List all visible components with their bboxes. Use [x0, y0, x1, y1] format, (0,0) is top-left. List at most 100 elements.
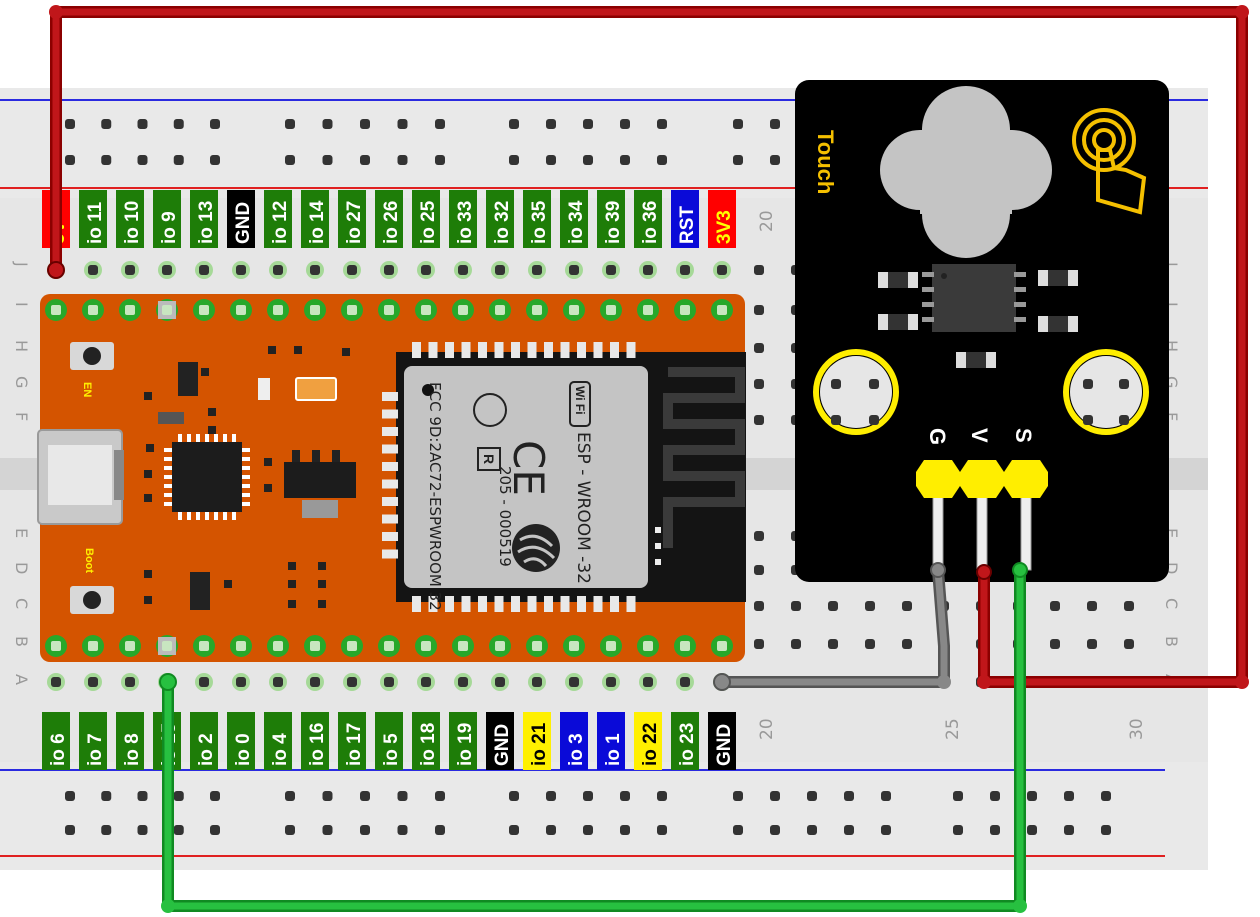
rail-hole[interactable]: [173, 119, 184, 129]
rail-hole[interactable]: [210, 791, 220, 801]
grid-hole[interactable]: [754, 415, 764, 425]
rail-hole[interactable]: [435, 155, 445, 165]
rail-hole[interactable]: [137, 155, 148, 165]
rail-hole[interactable]: [360, 155, 370, 165]
rail-hole[interactable]: [546, 155, 556, 165]
en-button-cap[interactable]: [83, 347, 101, 365]
rail-hole[interactable]: [101, 791, 112, 801]
rail-hole[interactable]: [546, 119, 556, 129]
grid-hole[interactable]: [791, 639, 801, 649]
rail-hole[interactable]: [65, 791, 75, 801]
rail-hole[interactable]: [990, 825, 1000, 835]
grid-hole[interactable]: [828, 639, 838, 649]
rail-hole[interactable]: [173, 791, 184, 801]
grid-hole[interactable]: [754, 639, 764, 649]
grid-hole[interactable]: [902, 601, 912, 611]
rail-hole[interactable]: [770, 155, 780, 165]
rail-hole[interactable]: [1101, 791, 1111, 801]
grid-hole[interactable]: [754, 305, 764, 315]
rail-hole[interactable]: [620, 825, 630, 835]
rail-hole[interactable]: [807, 791, 817, 801]
rail-hole[interactable]: [285, 825, 295, 835]
rail-hole[interactable]: [657, 791, 667, 801]
grid-hole[interactable]: [754, 343, 764, 353]
rail-hole[interactable]: [509, 119, 519, 129]
rail-hole[interactable]: [509, 825, 519, 835]
rail-hole[interactable]: [360, 825, 370, 835]
rail-hole[interactable]: [733, 825, 743, 835]
rail-hole[interactable]: [65, 825, 75, 835]
grid-hole[interactable]: [754, 379, 764, 389]
rail-hole[interactable]: [990, 791, 1000, 801]
rail-hole[interactable]: [953, 825, 963, 835]
rail-hole[interactable]: [1027, 791, 1037, 801]
grid-hole[interactable]: [754, 531, 764, 541]
rail-hole[interactable]: [210, 119, 220, 129]
rail-hole[interactable]: [583, 155, 593, 165]
rail-hole[interactable]: [322, 825, 333, 835]
rail-hole[interactable]: [101, 119, 112, 129]
grid-hole[interactable]: [828, 601, 838, 611]
grid-hole[interactable]: [754, 265, 764, 275]
rail-hole[interactable]: [322, 119, 333, 129]
rail-hole[interactable]: [210, 155, 220, 165]
rail-hole[interactable]: [65, 155, 75, 165]
rail-hole[interactable]: [620, 791, 630, 801]
grid-hole[interactable]: [865, 639, 875, 649]
rail-hole[interactable]: [733, 155, 743, 165]
rail-hole[interactable]: [101, 155, 112, 165]
boot-button-cap[interactable]: [83, 591, 101, 609]
rail-hole[interactable]: [397, 791, 408, 801]
grid-hole[interactable]: [1050, 601, 1060, 611]
grid-hole[interactable]: [1087, 639, 1097, 649]
rail-hole[interactable]: [360, 119, 370, 129]
rail-hole[interactable]: [435, 825, 445, 835]
rail-hole[interactable]: [657, 155, 667, 165]
rail-hole[interactable]: [1027, 825, 1037, 835]
rail-hole[interactable]: [1064, 791, 1074, 801]
rail-hole[interactable]: [397, 119, 408, 129]
rail-hole[interactable]: [733, 119, 743, 129]
grid-hole[interactable]: [754, 565, 764, 575]
rail-hole[interactable]: [435, 119, 445, 129]
rail-hole[interactable]: [844, 791, 854, 801]
rail-hole[interactable]: [807, 825, 817, 835]
rail-hole[interactable]: [657, 825, 667, 835]
rail-hole[interactable]: [770, 825, 780, 835]
grid-hole[interactable]: [754, 601, 764, 611]
grid-hole[interactable]: [791, 601, 801, 611]
rail-hole[interactable]: [285, 119, 295, 129]
rail-hole[interactable]: [770, 119, 780, 129]
rail-hole[interactable]: [546, 825, 556, 835]
rail-hole[interactable]: [137, 791, 148, 801]
rail-hole[interactable]: [881, 825, 891, 835]
rail-hole[interactable]: [137, 825, 148, 835]
grid-hole[interactable]: [1050, 639, 1060, 649]
rail-hole[interactable]: [953, 791, 963, 801]
grid-hole[interactable]: [1124, 601, 1134, 611]
rail-hole[interactable]: [733, 791, 743, 801]
grid-hole[interactable]: [1124, 639, 1134, 649]
rail-hole[interactable]: [360, 791, 370, 801]
rail-hole[interactable]: [583, 791, 593, 801]
rail-hole[interactable]: [65, 119, 75, 129]
rail-hole[interactable]: [509, 791, 519, 801]
rail-hole[interactable]: [1064, 825, 1074, 835]
rail-hole[interactable]: [583, 119, 593, 129]
rail-hole[interactable]: [397, 825, 408, 835]
rail-hole[interactable]: [1101, 825, 1111, 835]
rail-hole[interactable]: [844, 825, 854, 835]
grid-hole[interactable]: [865, 601, 875, 611]
rail-hole[interactable]: [322, 791, 333, 801]
rail-hole[interactable]: [657, 119, 667, 129]
rail-hole[interactable]: [435, 791, 445, 801]
rail-hole[interactable]: [173, 155, 184, 165]
rail-hole[interactable]: [881, 791, 891, 801]
rail-hole[interactable]: [101, 825, 112, 835]
grid-hole[interactable]: [1087, 601, 1097, 611]
rail-hole[interactable]: [285, 155, 295, 165]
rail-hole[interactable]: [509, 155, 519, 165]
rail-hole[interactable]: [546, 791, 556, 801]
rail-hole[interactable]: [620, 119, 630, 129]
rail-hole[interactable]: [285, 791, 295, 801]
